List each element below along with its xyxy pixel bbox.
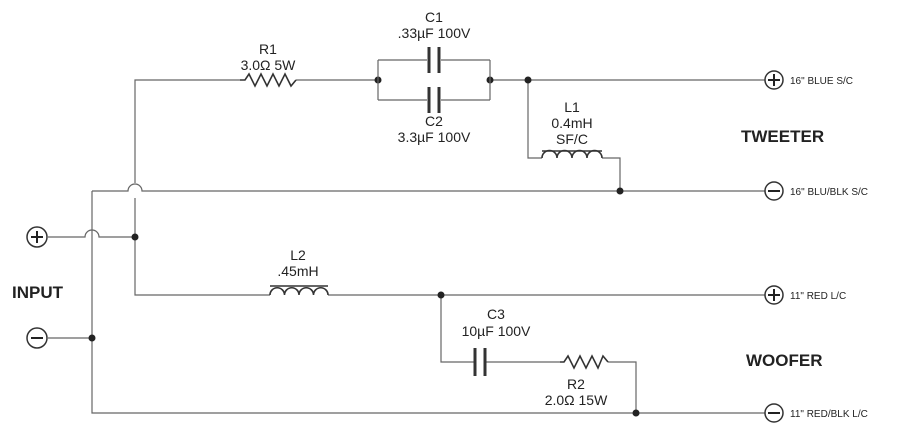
woofer-positive-terminal (764, 285, 784, 305)
input-negative-terminal (26, 327, 48, 349)
r2-name: R2 (567, 376, 585, 392)
woofer-negative-terminal (764, 403, 784, 423)
c3-name: C3 (487, 306, 505, 322)
c1-value: .33µF 100V (398, 25, 471, 41)
c2-value: 3.3µF 100V (398, 129, 471, 145)
c3-value: 10µF 100V (462, 323, 531, 339)
l2-name: L2 (290, 247, 306, 263)
junction-dot (632, 409, 640, 417)
tweeter-positive-terminal (764, 70, 784, 90)
r2-value: 2.0Ω 15W (545, 392, 608, 408)
inductor-l2: L2 .45mH (269, 247, 329, 296)
resistor-r1: R1 3.0Ω 5W (240, 41, 297, 88)
wires (48, 79, 765, 414)
input-label: INPUT (12, 283, 64, 302)
tweeter-label: TWEETER (741, 127, 824, 146)
junction-dot (131, 233, 139, 241)
r1-value: 3.0Ω 5W (241, 57, 297, 73)
l2-value: .45mH (277, 263, 318, 279)
l1-note: SF/C (556, 131, 588, 147)
c1-name: C1 (425, 9, 443, 25)
capacitor-c2 (378, 87, 490, 113)
woofer-label: WOOFER (746, 351, 823, 370)
capacitor-c1 (378, 47, 490, 73)
resistor-r2: R2 2.0Ω 15W (545, 354, 609, 408)
input-positive-terminal (26, 226, 48, 248)
junction-dot (616, 187, 624, 195)
l1-name: L1 (564, 99, 580, 115)
junction-dot (524, 76, 532, 84)
tweeter-positive-label: 16" BLUE S/C (790, 76, 853, 87)
l1-value: 0.4mH (551, 115, 592, 131)
woofer-negative-label: 11" RED/BLK L/C (790, 409, 868, 420)
r1-name: R1 (259, 41, 277, 57)
tweeter-negative-terminal (764, 181, 784, 201)
junction-dot (88, 334, 96, 342)
woofer-positive-label: 11" RED L/C (790, 291, 846, 302)
junction-dot (437, 291, 445, 299)
tweeter-negative-label: 16" BLU/BLK S/C (790, 187, 868, 198)
inductor-l1: L1 0.4mH SF/C (541, 99, 603, 159)
c2-name: C2 (425, 113, 443, 129)
capacitor-c3: C3 10µF 100V (462, 306, 531, 376)
capacitor-bank: C1 .33µF 100V C2 3.3µF 100V (377, 9, 491, 145)
